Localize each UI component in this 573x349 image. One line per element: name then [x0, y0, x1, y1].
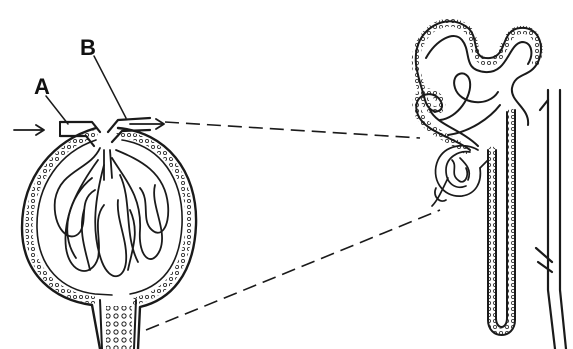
- label-b: B: [80, 35, 96, 60]
- nephron-whole: [416, 21, 566, 349]
- loop-of-henle: [488, 110, 515, 335]
- glomerulus-small: [432, 146, 488, 206]
- label-b-pointer: [94, 56, 126, 118]
- convoluted-tubule: [416, 21, 541, 150]
- label-a: A: [34, 74, 50, 99]
- label-a-pointer: [46, 96, 68, 124]
- glomerulus-enlarged: [14, 56, 196, 349]
- capillary-loops: [55, 148, 169, 276]
- collecting-duct: [536, 90, 566, 349]
- dashed-line-top: [165, 122, 420, 138]
